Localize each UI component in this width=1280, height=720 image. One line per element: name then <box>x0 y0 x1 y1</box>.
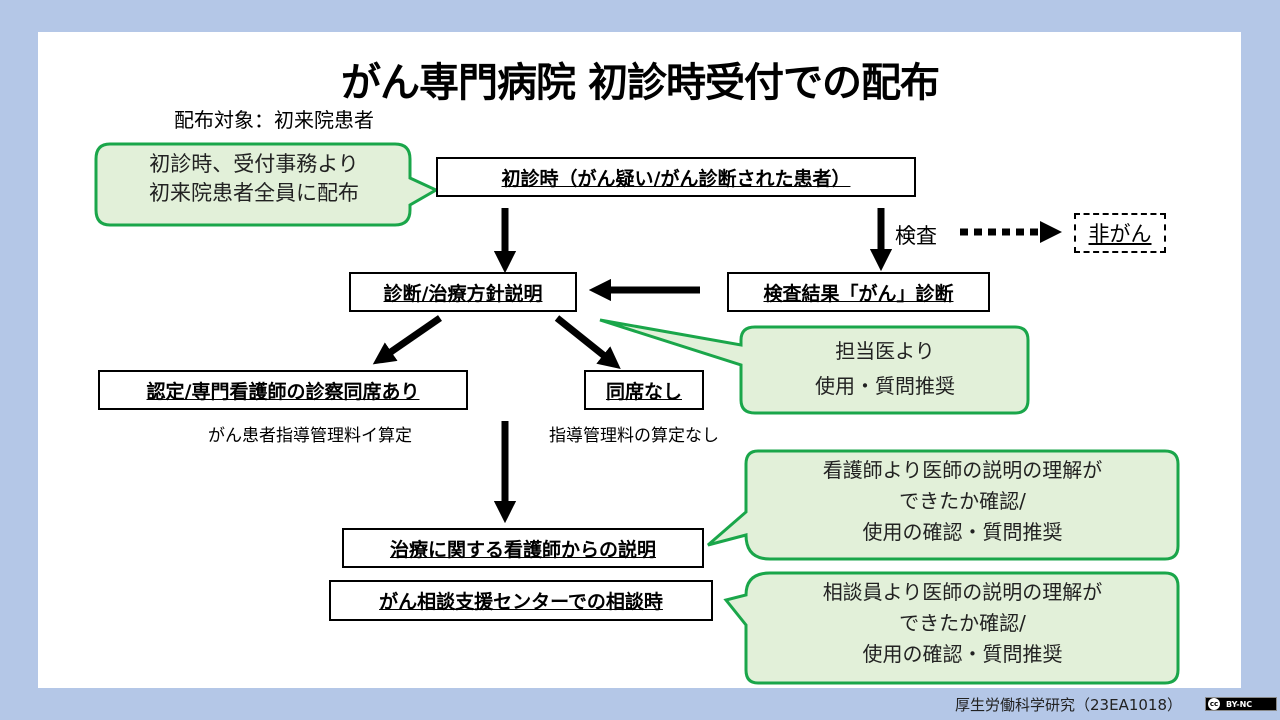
arrow-diagnosis-to-nurse-present <box>372 315 442 365</box>
callout-nurse-line: できたか確認/ <box>899 489 1026 513</box>
node-non-cancer-label: 非がん <box>1088 222 1152 246</box>
callout-nurse-shape <box>707 449 1180 561</box>
callout-doctor-shape <box>599 318 1030 415</box>
node-no-nurse: 同席なし <box>584 370 704 410</box>
footer-credit: 厚生労働科学研究（23EA1018） <box>955 696 1183 714</box>
callout-counselor-shape <box>723 571 1180 685</box>
license-label: BY-NC <box>1226 699 1253 709</box>
callout-reception-line: 初診時、受付事務より <box>149 152 359 176</box>
node-exam-result: 検査結果「がん」診断 <box>727 272 990 312</box>
arrow-diagnosis-to-no-nurse <box>554 315 621 369</box>
edge-label-exam: 検査 <box>895 224 937 248</box>
callout-counselor-line: できたか確認/ <box>899 611 1026 635</box>
distribution-target: 配布対象：初来院患者 <box>174 108 374 132</box>
node-diagnosis-explanation: 診断/治療方針説明 <box>349 272 577 312</box>
node-first-visit: 初診時（がん疑い/がん診断された患者） <box>436 157 916 197</box>
node-non-cancer: 非がん <box>1074 213 1166 253</box>
note-fee-not-calculated: 指導管理料の算定なし <box>549 426 719 446</box>
node-nurse-explanation: 治療に関する看護師からの説明 <box>342 528 704 568</box>
callout-doctor-line: 担当医より <box>835 339 935 363</box>
callout-reception-line: 初来院患者全員に配布 <box>149 181 359 206</box>
cc-icon: cc <box>1208 698 1220 710</box>
page-title: がん専門病院 初診時受付での配布 <box>341 60 940 106</box>
dotted-arrow-head <box>1040 221 1062 243</box>
callout-nurse: 看護師より医師の説明の理解が できたか確認/ 使用の確認・質問推奨 <box>750 455 1175 548</box>
callout-counselor-line: 相談員より医師の説明の理解が <box>822 580 1103 604</box>
callout-reception-shape <box>94 142 440 227</box>
note-fee-calculated: がん患者指導管理料イ算定 <box>208 426 412 446</box>
callout-counselor-line: 使用の確認・質問推奨 <box>862 642 1063 666</box>
callout-doctor-line: 使用・質問推奨 <box>815 374 955 398</box>
callout-doctor: 担当医より 使用・質問推奨 <box>745 334 1025 404</box>
callout-reception: 初診時、受付事務より 初来院患者全員に配布 <box>100 150 408 209</box>
callout-counselor: 相談員より医師の説明の理解が できたか確認/ 使用の確認・質問推奨 <box>750 577 1175 670</box>
callout-nurse-line: 看護師より医師の説明の理解が <box>822 458 1103 482</box>
node-consultation-center: がん相談支援センターでの相談時 <box>329 580 713 621</box>
license-badge: cc BY-NC <box>1205 697 1277 711</box>
node-nurse-present: 認定/専門看護師の診察同席あり <box>98 370 468 410</box>
callout-nurse-line: 使用の確認・質問推奨 <box>862 520 1063 544</box>
